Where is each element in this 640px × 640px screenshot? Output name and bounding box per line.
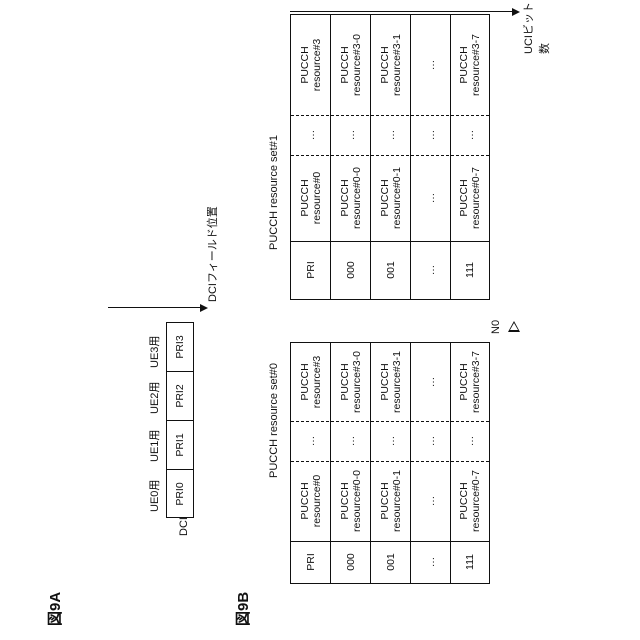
dci-position-label: DCIフィールド位置 [204,206,220,302]
set0-cell-r2-c0: 001 [371,541,411,583]
set1-col-divider [291,241,489,242]
set1-cell-r1-c3: PUCCH resource#3-0 [331,15,371,115]
set0-cell-r1-c2: … [331,421,371,461]
ue-label-3: UE3用 [146,336,162,368]
set1-cell-r4-c0: 111 [451,241,489,299]
set0-col-divider [291,421,489,422]
set1-cell-r0-c0: PRI [291,241,331,299]
uci-bits-arrowhead [512,8,520,16]
set0-cell-r2-c3: PUCCH resource#3-1 [371,343,411,421]
set0-cell-r0-c2: … [291,421,331,461]
ue-label-0: UE0用 [146,480,162,512]
set0-col-divider [291,541,489,542]
dci-divider [166,371,194,372]
set0-cell-r1-c3: PUCCH resource#3-0 [331,343,371,421]
fig-9a-label: 図9A [44,592,65,626]
set0-table: PRIPUCCH resource#0…PUCCH resource#3000P… [290,342,490,584]
set1-cell-r4-c2: … [451,115,489,155]
n0-label: N0 [490,320,502,334]
set1-table: PRIPUCCH resource#0…PUCCH resource#3000P… [290,14,490,300]
uci-bits-axis [290,11,516,12]
set1-cell-r1-c1: PUCCH resource#0-0 [331,155,371,241]
n0-threshold-marker-inner [510,323,518,330]
set1-cell-r1-c0: 000 [331,241,371,299]
ue-label-2: UE2用 [146,382,162,414]
set1-col-divider [291,115,489,116]
fig-9b-label: 図9B [232,592,253,626]
set0-cell-r0-c3: PUCCH resource#3 [291,343,331,421]
dci-divider [166,469,194,470]
dci-field-pri3: PRI3 [166,323,194,371]
set0-cell-r2-c2: … [371,421,411,461]
set1-cell-r2-c2: … [371,115,411,155]
set1-cell-r4-c1: PUCCH resource#0-7 [451,155,489,241]
set0-cell-r2-c1: PUCCH resource#0-1 [371,461,411,541]
set0-cell-r3-c1: … [411,461,451,541]
set0-cell-r4-c2: … [451,421,489,461]
set1-cell-r2-c0: 001 [371,241,411,299]
set1-cell-r0-c1: PUCCH resource#0 [291,155,331,241]
set0-cell-r0-c0: PRI [291,541,331,583]
set1-cell-r3-c0: … [411,241,451,299]
set0-cell-r3-c2: … [411,421,451,461]
set1-cell-r3-c1: … [411,155,451,241]
dci-position-axis [108,307,204,308]
dci-label: DCI [178,517,190,536]
set0-cell-r3-c0: … [411,541,451,583]
set0-title: PUCCH resource set#0 [268,363,280,478]
dci-position-arrowhead [200,304,208,312]
set0-col-divider [291,461,489,462]
set0-cell-r4-c0: 111 [451,541,489,583]
set1-title: PUCCH resource set#1 [268,135,280,250]
dci-field-pri1: PRI1 [166,421,194,469]
set1-cell-r1-c2: … [331,115,371,155]
ue-label-1: UE1用 [146,430,162,462]
set1-cell-r3-c2: … [411,115,451,155]
set0-cell-r1-c1: PUCCH resource#0-0 [331,461,371,541]
set1-cell-r0-c2: … [291,115,331,155]
set0-cell-r3-c3: … [411,343,451,421]
set1-col-divider [291,155,489,156]
uci-bits-label: UCIビット数 [520,0,552,54]
set0-cell-r1-c0: 000 [331,541,371,583]
dci-field-pri0: PRI0 [166,470,194,518]
set1-cell-r0-c3: PUCCH resource#3 [291,15,331,115]
set1-cell-r3-c3: … [411,15,451,115]
set1-cell-r2-c3: PUCCH resource#3-1 [371,15,411,115]
dci-divider [166,420,194,421]
set0-cell-r4-c3: PUCCH resource#3-7 [451,343,489,421]
dci-field-pri2: PRI2 [166,372,194,420]
set0-cell-r0-c1: PUCCH resource#0 [291,461,331,541]
set1-cell-r2-c1: PUCCH resource#0-1 [371,155,411,241]
set1-cell-r4-c3: PUCCH resource#3-7 [451,15,489,115]
set0-cell-r4-c1: PUCCH resource#0-7 [451,461,489,541]
